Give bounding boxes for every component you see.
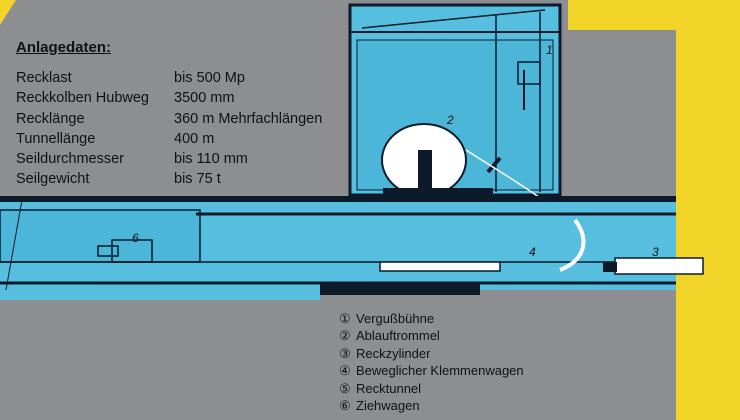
legend-number: ③	[339, 345, 351, 361]
specs-panel: Anlagedaten: Recklast bis 500 Mp Reckkol…	[16, 38, 322, 189]
legend-text: Ablauftrommel	[356, 328, 440, 344]
spec-value: 360 m Mehrfachlängen	[174, 110, 323, 127]
drum-stand	[418, 150, 432, 190]
cable-guide-arc	[559, 218, 586, 272]
tunnel-left-section	[0, 209, 201, 263]
legend-text: Reckzylinder	[356, 345, 431, 361]
yellow-border-right	[676, 30, 740, 420]
yellow-border-top	[568, 0, 740, 30]
spec-label: Seildurchmesser	[16, 151, 124, 168]
ground-surface-line	[0, 196, 676, 202]
spec-value: 400 m	[174, 130, 215, 147]
legend-number: ①	[339, 311, 351, 326]
legend-item: ④ Beweglicher Klemmenwagen	[339, 362, 524, 379]
spec-label: Recklast	[16, 70, 72, 87]
spec-value: bis 500 Mp	[174, 70, 245, 87]
spec-label: Seilgewicht	[16, 171, 90, 188]
tower-roof-beam	[361, 9, 546, 29]
spec-value: 3500 mm	[174, 90, 235, 107]
component-legend: ① Vergußbühne ② Ablauftrommel ③ Reckzyli…	[339, 310, 524, 414]
marker-4: 4	[529, 245, 536, 259]
spec-row: Recklänge 360 m Mehrfachlängen	[16, 109, 322, 129]
cylinder-piston	[603, 262, 617, 272]
spec-row: Reckkolben Hubweg 3500 mm	[16, 88, 322, 108]
spec-label: Recklänge	[16, 110, 85, 127]
legend-item: ③ Reckzylinder	[339, 345, 524, 362]
legend-item: ⑥ Ziehwagen	[339, 397, 524, 414]
legend-number: ②	[339, 328, 351, 344]
marker-6: 6	[132, 231, 139, 245]
legend-text: Recktunnel	[356, 380, 422, 396]
spec-row: Seilgewicht bis 75 t	[16, 169, 322, 189]
spec-value: bis 110 mm	[174, 151, 248, 168]
drum-brake-arm	[486, 156, 502, 174]
pouring-platform-fixture	[517, 61, 541, 85]
legend-text: Ziehwagen	[356, 398, 420, 414]
legend-number: ④	[339, 363, 351, 379]
spec-row: Seildurchmesser bis 110 mm	[16, 149, 322, 169]
break-mark	[5, 199, 23, 291]
marker-2: 2	[446, 113, 454, 127]
legend-item: ⑤ Recktunnel	[339, 380, 524, 397]
marker-1: 1	[546, 43, 553, 57]
spec-label: Tunnellänge	[16, 130, 96, 147]
clamp-wagon	[379, 261, 501, 272]
legend-item: ② Ablauftrommel	[339, 327, 524, 344]
pulling-carriage	[97, 245, 119, 257]
tensioning-cylinder	[614, 257, 704, 275]
legend-number: ⑤	[339, 380, 351, 396]
spec-row: Recklast bis 500 Mp	[16, 68, 322, 88]
specs-heading: Anlagedaten:	[16, 39, 112, 56]
pulling-carriage-frame	[111, 239, 153, 263]
drum-base	[383, 188, 493, 195]
legend-item: ① Vergußbühne	[339, 310, 524, 327]
legend-text: Beweglicher Klemmenwagen	[356, 363, 524, 379]
spec-row: Tunnellänge 400 m	[16, 129, 322, 149]
marker-3: 3	[652, 245, 659, 259]
legend-text: Vergußbühne	[356, 311, 435, 326]
spec-label: Reckkolben Hubweg	[16, 90, 149, 107]
legend-number: ⑥	[339, 398, 351, 414]
tunnel-trench	[320, 283, 480, 295]
spec-value: bis 75 t	[174, 171, 221, 188]
yellow-corner-left	[0, 0, 16, 25]
